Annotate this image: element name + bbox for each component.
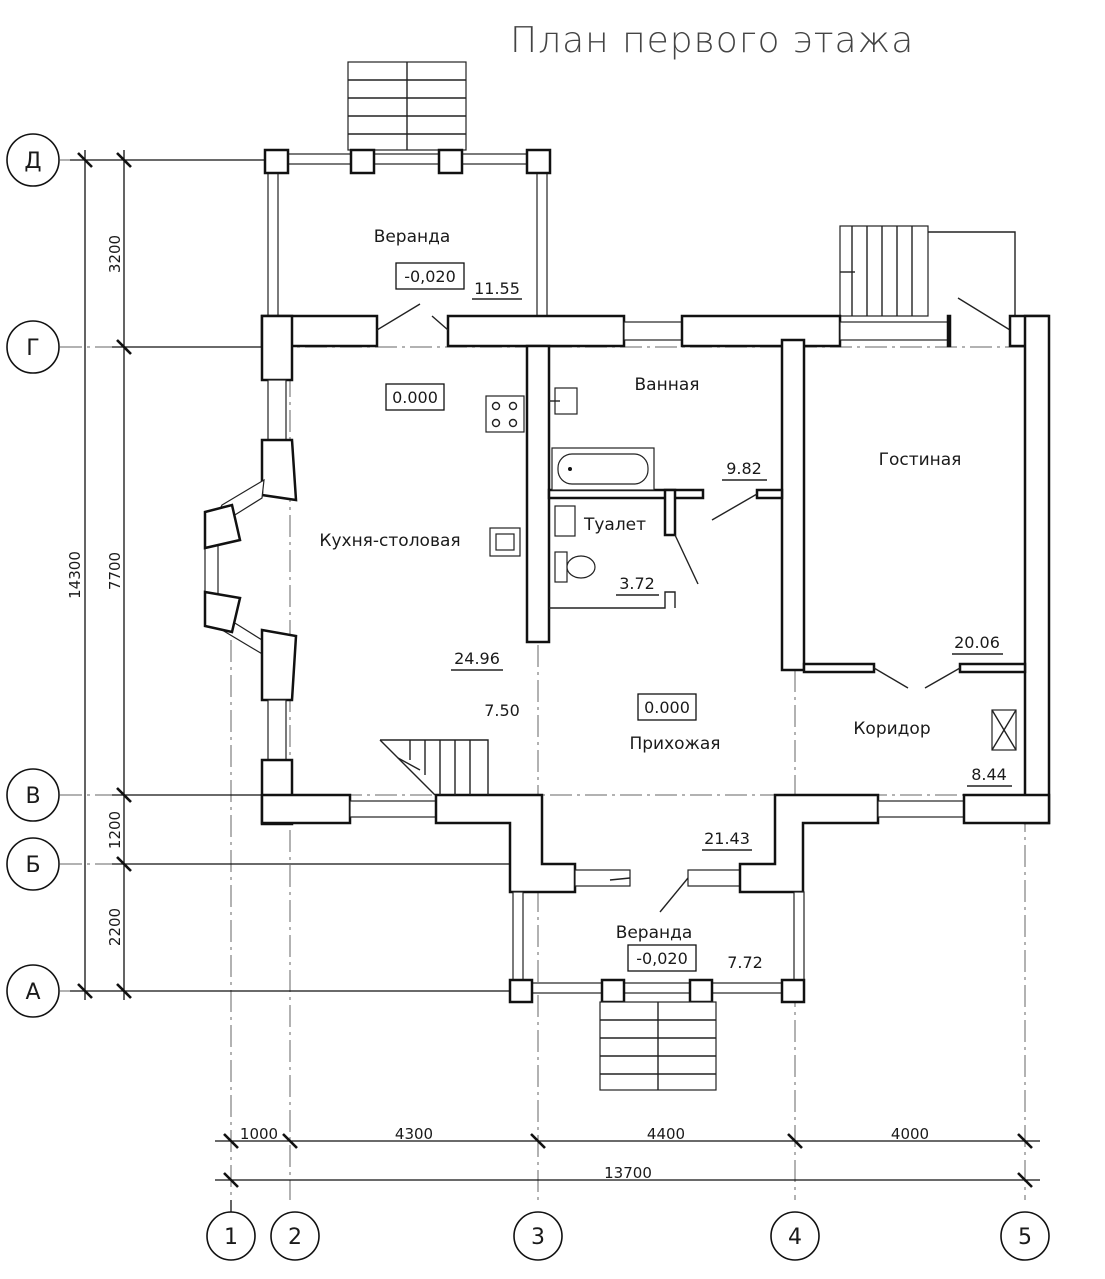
room-label-hall: Прихожая <box>629 734 720 754</box>
area-corridor: 8.44 <box>971 765 1007 784</box>
axis-label-2: 2 <box>288 1225 302 1250</box>
axis-bubble-3 <box>513 1211 563 1261</box>
axis-bubble-5 <box>1000 1211 1050 1261</box>
axis-label-3: 3 <box>531 1225 545 1250</box>
area-kitchen-stair: 7.50 <box>484 701 520 720</box>
room-label-veranda-bottom: Веранда <box>616 923 693 943</box>
room-label-kitchen: Кухня-столовая <box>319 531 460 551</box>
axis-label-1: 1 <box>224 1225 238 1250</box>
axis-label-4: 4 <box>788 1225 802 1250</box>
dim-d-g: 3200 <box>106 235 124 273</box>
side-stair <box>839 225 1016 331</box>
wall-right <box>1023 314 1051 825</box>
axis-label-b: Б <box>25 853 40 878</box>
area-veranda-top: 11.55 <box>474 279 520 298</box>
room-label-bathroom: Ванная <box>635 375 700 395</box>
area-bathroom: 9.82 <box>726 459 762 478</box>
column-axis-bubbles: 1 2 3 4 5 <box>206 1200 1050 1261</box>
level-marks: -0,020 0.000 0.000 -0,020 <box>385 262 697 972</box>
dim-1-2: 1000 <box>240 1125 278 1143</box>
axis-label-a: А <box>25 980 40 1005</box>
interior-stair <box>380 739 489 795</box>
area-kitchen: 24.96 <box>454 649 500 668</box>
room-labels: Веранда Ванная Гостиная Кухня-столовая Т… <box>319 227 961 943</box>
level-hall: 0.000 <box>644 698 690 717</box>
dim-2-3: 4300 <box>395 1125 433 1143</box>
row-axis-bubbles: Д Г В Б А <box>6 133 60 1018</box>
axis-bubble-d <box>6 133 60 187</box>
dim-4-5: 4000 <box>891 1125 929 1143</box>
wall-bath-living <box>780 338 806 672</box>
dim-3-4: 4400 <box>647 1125 685 1143</box>
bottom-veranda <box>508 891 806 1091</box>
axis-label-g: Г <box>26 336 39 361</box>
area-veranda-bottom: 7.72 <box>727 953 763 972</box>
axis-bubble-4 <box>770 1211 820 1261</box>
room-label-living: Гостиная <box>879 450 962 470</box>
area-toilet: 3.72 <box>619 574 655 593</box>
axis-label-v: В <box>25 784 40 809</box>
dim-v-b: 1200 <box>106 811 124 849</box>
axis-bubble-g <box>6 320 60 374</box>
horizontal-dimensions: 1000 4300 4400 4000 13700 <box>215 1125 1040 1188</box>
top-veranda <box>263 61 552 321</box>
area-values: 11.55 9.82 3.72 20.06 24.96 7.50 8.44 21… <box>451 279 1012 972</box>
walls <box>203 314 1051 894</box>
vertical-dimensions: 3200 7700 1200 2200 14300 <box>66 150 510 1000</box>
dim-total-vertical: 14300 <box>66 551 84 599</box>
dim-b-a: 2200 <box>106 908 124 946</box>
toilet-sink-icon <box>554 505 576 537</box>
level-veranda-bottom: -0,020 <box>636 949 688 968</box>
level-kitchen: 0.000 <box>392 388 438 407</box>
plan-title: План первого этажа <box>510 20 914 61</box>
room-label-veranda-top: Веранда <box>374 227 451 247</box>
axis-bubble-a <box>6 964 60 1018</box>
axis-label-5: 5 <box>1018 1225 1032 1250</box>
dim-g-v: 7700 <box>106 552 124 590</box>
axis-bubble-b <box>6 837 60 891</box>
level-veranda-top: -0,020 <box>404 267 456 286</box>
wall-top-right <box>680 314 842 348</box>
axis-label-d: Д <box>24 149 41 174</box>
toilet-icon <box>554 551 568 583</box>
stove-icon <box>485 395 525 433</box>
doors <box>376 303 961 913</box>
room-label-toilet: Туалет <box>583 515 646 535</box>
wall-kitchen-bath <box>525 344 551 644</box>
area-living: 20.06 <box>954 633 1000 652</box>
room-label-corridor: Коридор <box>853 719 930 739</box>
wall-top-mid <box>446 314 626 348</box>
dim-total-horizontal: 13700 <box>604 1164 652 1182</box>
axis-bubble-v <box>6 768 60 822</box>
area-hall: 21.43 <box>704 829 750 848</box>
axis-bubble-2 <box>270 1211 320 1261</box>
axis-bubble-1 <box>206 1211 256 1261</box>
fixtures <box>379 387 1017 796</box>
